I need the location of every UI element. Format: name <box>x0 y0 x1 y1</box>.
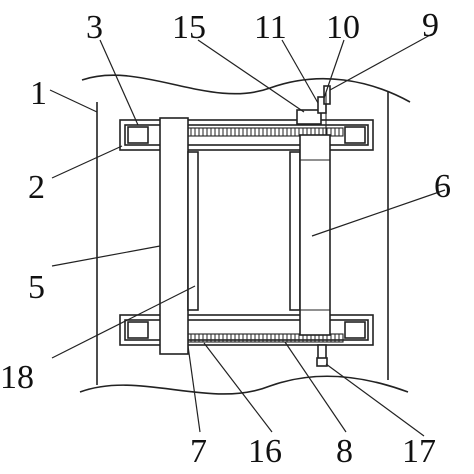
callout-label-8: 8 <box>336 433 353 470</box>
callout-label-1: 1 <box>30 75 47 112</box>
callout-label-15: 15 <box>172 9 206 46</box>
callout-label-17: 17 <box>402 433 436 470</box>
callout-label-16: 16 <box>248 433 282 470</box>
callout-label-6: 6 <box>434 168 451 205</box>
callout-label-2: 2 <box>28 169 45 206</box>
left-slider-plate <box>159 117 189 355</box>
callout-label-3: 3 <box>86 9 103 46</box>
bottom-bracket <box>316 344 328 367</box>
callout-label-7: 7 <box>190 433 207 470</box>
callout-label-11: 11 <box>254 9 287 46</box>
top-bracket <box>296 85 331 135</box>
callout-label-9: 9 <box>422 7 439 44</box>
callout-label-18: 18 <box>0 359 34 396</box>
callout-label-10: 10 <box>326 9 360 46</box>
inner-frame <box>187 151 301 311</box>
callout-leaders <box>49 33 446 437</box>
callout-label-5: 5 <box>28 269 45 306</box>
